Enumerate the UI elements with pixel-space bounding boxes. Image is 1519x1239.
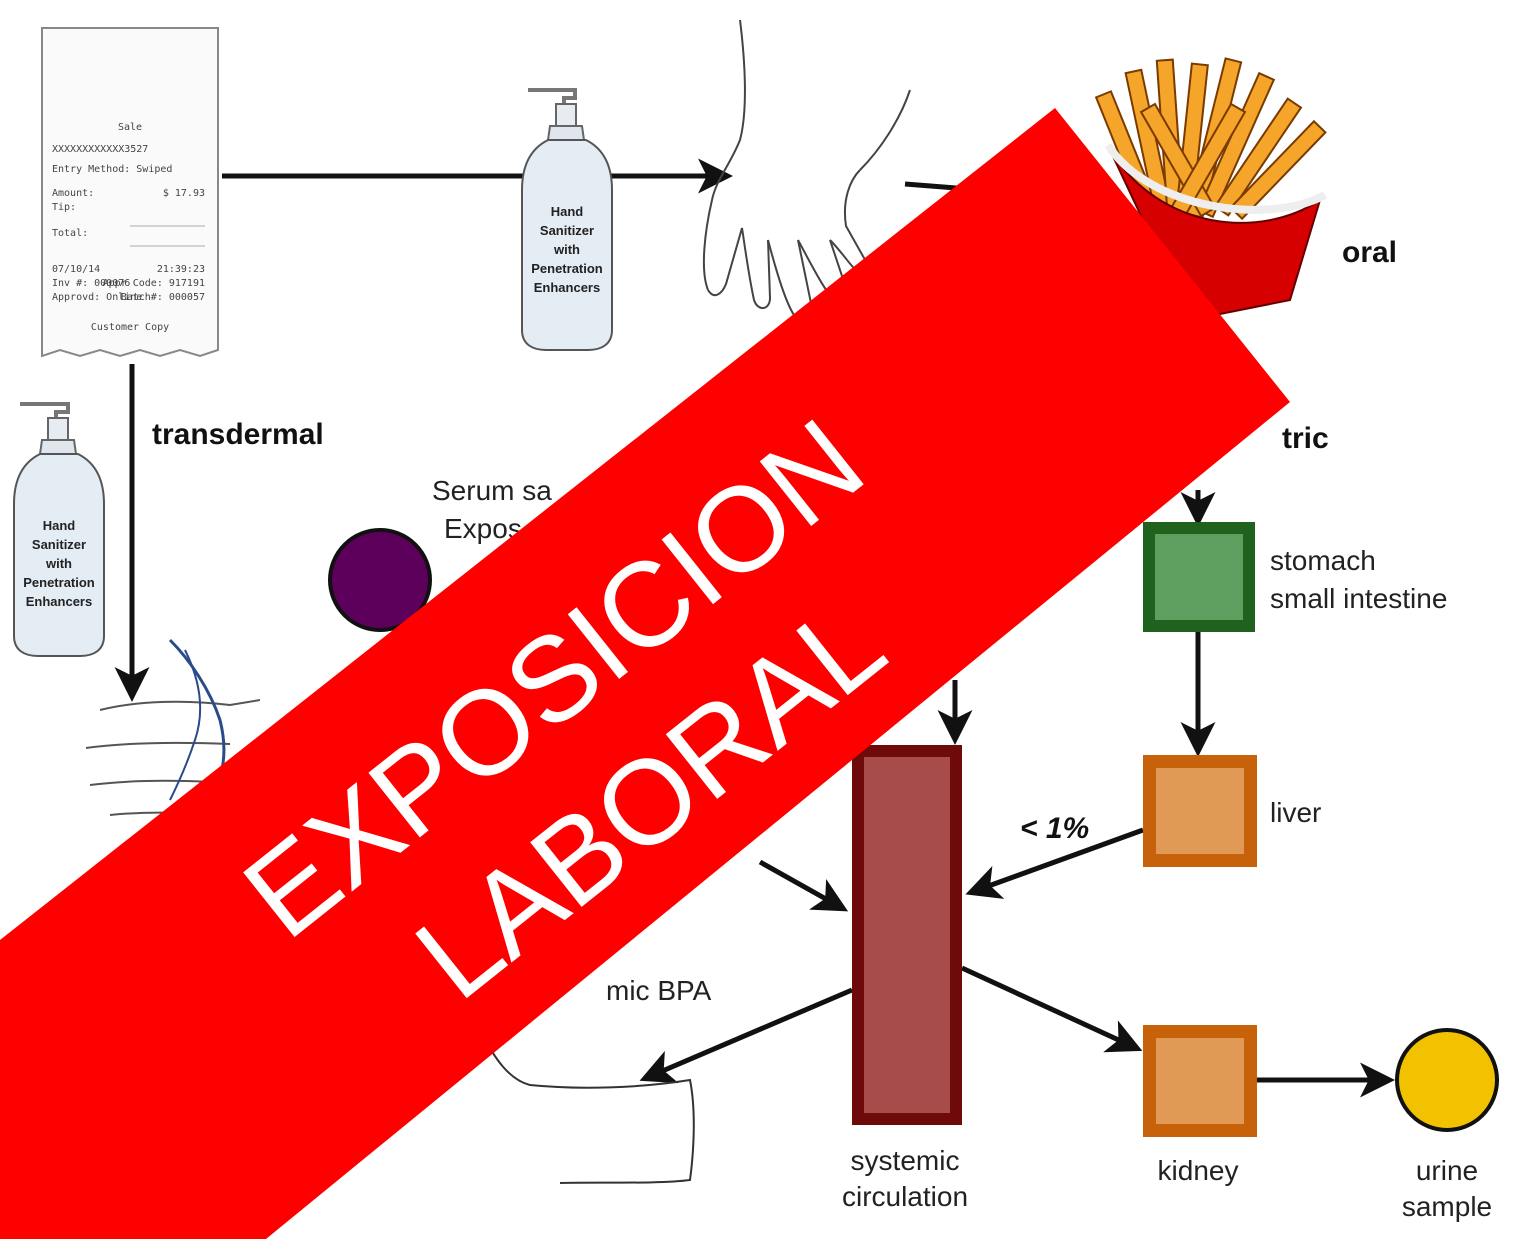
bottle-label-line: Sanitizer — [540, 223, 594, 238]
tissue-outline-icon — [479, 1029, 695, 1184]
liver-box — [1143, 755, 1257, 867]
label-serum-line1: Serum sa — [432, 475, 552, 506]
bottle-label-line: with — [45, 556, 72, 571]
banner-ribbon — [0, 108, 1290, 1239]
receipt-tip: Tip: — [52, 202, 76, 213]
bottle-label-line: Sanitizer — [32, 537, 86, 552]
label-oral: oral — [1342, 236, 1397, 269]
stomach-box — [1143, 522, 1255, 632]
receipt-image: Sale XXXXXXXXXXXX3527 Entry Method: Swip… — [41, 27, 219, 358]
label-liver: liver — [1270, 797, 1321, 828]
label-circulation: circulation — [842, 1181, 968, 1212]
receipt-footer: Customer Copy — [91, 322, 169, 333]
receipt-sale: Sale — [118, 122, 142, 133]
systemic-circulation-bar — [852, 745, 962, 1125]
serum-sample-circle — [328, 528, 432, 632]
french-fries-icon — [1094, 57, 1327, 322]
bottle-label-line: Enhancers — [534, 280, 600, 295]
bottle-label-line: with — [553, 242, 580, 257]
label-gastric: tric — [1282, 422, 1329, 455]
receipt-amount-label: Amount: — [52, 188, 94, 199]
arrow-circulation-to-kidney — [960, 965, 1143, 1053]
bottle-label-line: Hand — [551, 204, 584, 219]
receipt-batch: Batch#: 000057 — [121, 292, 205, 303]
receipt-row: Entry Method: Swiped — [52, 164, 172, 175]
receipt-appr: Appr Code: 917191 — [103, 278, 205, 289]
receipt-card: XXXXXXXXXXXX3527 — [52, 144, 148, 155]
label-small-intestine: small intestine — [1270, 583, 1447, 614]
receipt-date: 07/10/14 — [52, 264, 100, 275]
label-systemic-bpa: mic BPA — [606, 975, 712, 1006]
sanitizer-bottle-top: Hand Sanitizer with Penetration Enhancer… — [521, 88, 613, 351]
label-stomach: stomach — [1270, 545, 1376, 576]
bottle-label-line: Hand — [43, 518, 76, 533]
label-kidney: kidney — [1158, 1155, 1239, 1186]
urine-sample-circle — [1395, 1028, 1499, 1132]
arrow-skin-to-circulation — [758, 859, 849, 912]
arrow-liver-to-circulation — [965, 827, 1144, 899]
label-systemic: systemic — [851, 1145, 960, 1176]
bottle-label-line: Penetration — [23, 575, 95, 590]
label-transdermal: transdermal — [152, 418, 324, 451]
receipt-entry: Approvd: Online — [52, 292, 142, 303]
receipt-amount-value: $ 17.93 — [163, 188, 205, 199]
sanitizer-bottle-left: Hand Sanitizer with Penetration Enhancer… — [13, 402, 105, 657]
label-urine: urine — [1416, 1155, 1478, 1186]
receipt-inv: Inv #: 000076 — [52, 278, 130, 289]
receipt-total: Total: — [52, 228, 88, 239]
receipt-time: 21:39:23 — [157, 264, 205, 275]
label-less-than-1-percent: < 1% — [1020, 812, 1089, 845]
arrow-circulation-to-tissue — [639, 987, 853, 1084]
bottle-label-line: Penetration — [531, 261, 603, 276]
label-sample: sample — [1402, 1191, 1492, 1222]
kidney-box — [1143, 1025, 1257, 1137]
bottle-label-line: Enhancers — [26, 594, 92, 609]
